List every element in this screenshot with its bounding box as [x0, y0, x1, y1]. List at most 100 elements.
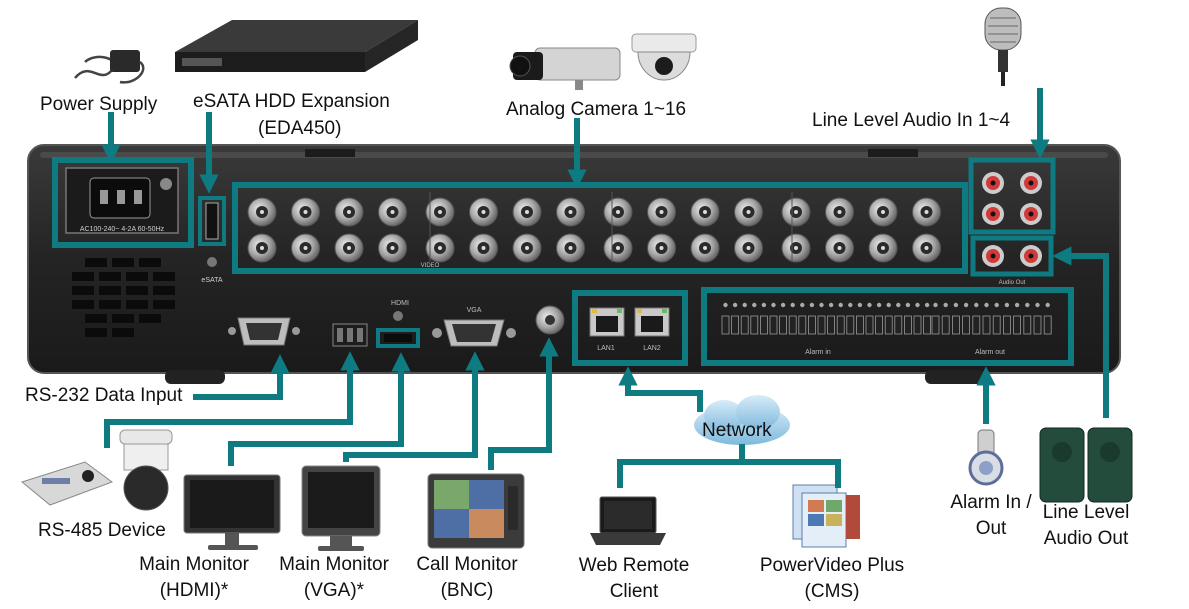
terminal-pin: [962, 302, 970, 335]
video-input-block: VIDEO: [232, 182, 968, 274]
dome-camera-image: [631, 33, 697, 81]
terminal-pin: [788, 302, 797, 335]
arrow-rs485: [104, 351, 360, 448]
network-cloud-icon: [694, 395, 790, 445]
label-line: PowerVideo Plus: [759, 555, 905, 576]
power-adapter-image: [74, 50, 145, 84]
label-line: Call Monitor: [416, 554, 518, 575]
bnc-connector: [734, 197, 763, 227]
ptz-keyboard-image: [20, 461, 114, 506]
alarm-terminal-block: Alarm in Alarm out: [701, 287, 1074, 366]
bnc-connector: [291, 233, 320, 263]
bnc-connector: [912, 233, 941, 263]
cms-software-image: [792, 484, 860, 548]
lan2-text: LAN2: [643, 345, 661, 352]
connector-lines: [101, 88, 1109, 488]
terminal-pin: [721, 302, 730, 335]
label-line: Main Monitor: [139, 554, 249, 575]
bnc-connector: [378, 233, 407, 263]
label-call-monitor: Call Monitor (BNC): [404, 552, 530, 603]
bnc-connector: [425, 197, 455, 227]
terminal-pin: [865, 302, 874, 335]
label-alarm: Alarm In / Out: [938, 490, 1044, 541]
microphone-image: [984, 7, 1022, 86]
lan1-text: LAN1: [597, 345, 615, 352]
alarm-in-text: Alarm in: [805, 349, 831, 356]
bnc-connector: [868, 197, 898, 227]
label-line: Audio Out: [1043, 527, 1129, 549]
terminal-pin: [875, 302, 883, 335]
arrow-audio-out: [1052, 246, 1109, 418]
rca-jack: [1020, 203, 1042, 225]
terminal-pin: [884, 302, 893, 335]
terminal-pin: [769, 302, 778, 335]
audio-out-text: Audio Out: [999, 280, 1026, 286]
bnc-connector: [378, 197, 407, 227]
label-line: (BNC): [440, 579, 494, 601]
esata-text: eSATA: [201, 277, 222, 284]
label-network: Network: [702, 420, 772, 441]
alarm-sensor-image: [968, 429, 1004, 486]
label-line-audio-out: Line Level Audio Out: [1030, 500, 1142, 551]
esata-port: eSATA: [198, 196, 226, 284]
crt-monitor-image: [427, 473, 525, 549]
terminal-pin: [1033, 302, 1042, 335]
speakers-image: [1039, 427, 1133, 503]
terminal-pin: [760, 302, 768, 335]
bnc-connector: [825, 233, 854, 263]
bnc-connector: [603, 233, 633, 263]
label-main-monitor-vga: Main Monitor (VGA)*: [266, 552, 402, 603]
terminal-pin: [817, 302, 826, 335]
call-monitor-bnc: [535, 305, 565, 335]
label-line: Client: [609, 580, 659, 602]
terminal-pin: [941, 302, 950, 335]
terminal-pin: [750, 302, 759, 335]
power-rating-text: AC100-240~ 4-2A 60-50Hz: [80, 226, 165, 233]
terminal-pin: [952, 302, 960, 335]
bnc-connector: [334, 197, 364, 227]
terminal-pin: [798, 302, 807, 335]
box-camera-image: [509, 47, 621, 90]
terminal-pin: [808, 302, 816, 335]
label-esata-title: eSATA HDD Expansion: [193, 91, 390, 112]
vga-text: VGA: [467, 307, 482, 314]
label-line: Line Level: [1042, 502, 1130, 523]
terminal-pin: [846, 302, 855, 335]
label-analog-camera: Analog Camera 1~16: [506, 99, 687, 120]
label-line: Web Remote: [578, 555, 690, 576]
label-line: Alarm In /: [950, 492, 1032, 513]
hdmi-monitor-image: [183, 474, 281, 550]
bnc-connector: [825, 197, 854, 227]
arrow-vga: [343, 351, 485, 462]
bnc-connector: [291, 197, 320, 227]
terminal-pin: [1043, 302, 1052, 335]
terminal-pin: [1003, 302, 1011, 335]
audio-in-block: [968, 157, 1056, 235]
terminal-pin: [827, 302, 835, 335]
ptz-dome-image: [119, 429, 173, 511]
bnc-connector: [690, 197, 720, 227]
bnc-connector: [912, 197, 941, 227]
hdmi-text: HDMI: [391, 300, 409, 307]
bnc-connector: [556, 233, 585, 263]
terminal-pin: [856, 302, 864, 335]
label-line: (HDMI)*: [159, 579, 229, 601]
vent-grille: [72, 258, 175, 337]
audio-out-block: Audio Out: [970, 235, 1054, 286]
label-line: Out: [975, 517, 1007, 539]
rs232-port: [228, 317, 300, 346]
label-esata-model: (EDA450): [258, 118, 342, 139]
bnc-connector: [781, 197, 811, 227]
terminal-pin: [731, 302, 739, 335]
arrow-rs232: [193, 354, 290, 400]
terminal-pin: [894, 302, 903, 335]
terminal-pin: [931, 302, 940, 335]
terminal-pin: [972, 302, 981, 335]
label-audio-in: Line Level Audio In 1~4: [812, 110, 1011, 131]
bnc-connector: [734, 233, 763, 263]
rca-jack: [1020, 245, 1042, 267]
label-web-remote: Web Remote Client: [566, 553, 702, 604]
terminal-pin: [836, 302, 845, 335]
line-network-branch: [617, 444, 841, 488]
